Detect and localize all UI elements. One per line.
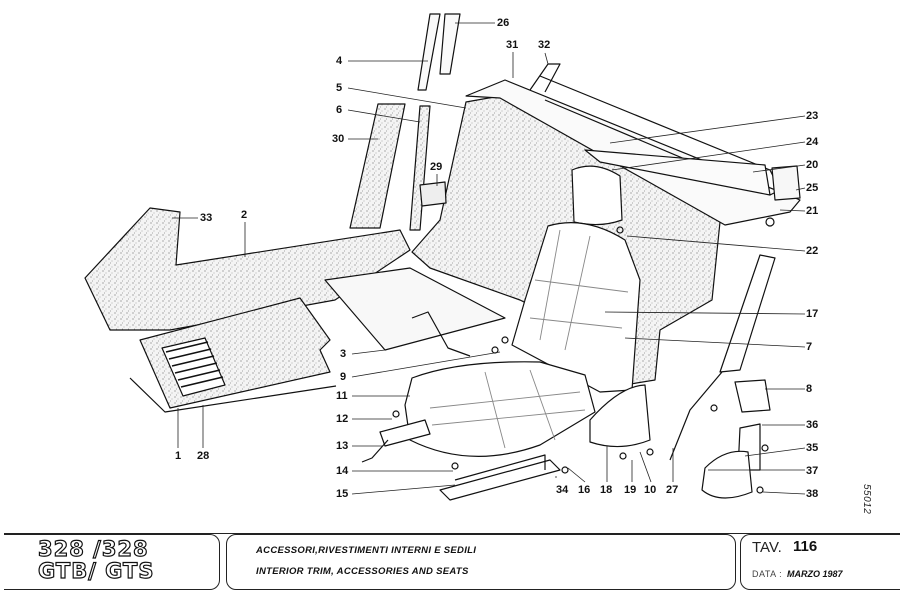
heel-pad-ribs: [165, 341, 224, 388]
belt-buckle: [411, 311, 471, 357]
plate-number-box: [740, 534, 900, 590]
title-block-top-rule: [4, 533, 900, 534]
screw: [765, 217, 775, 227]
callout-18: 18: [600, 484, 613, 496]
end-cap-20: [771, 165, 801, 201]
callout-26: 26: [497, 17, 510, 29]
callout-11: 11: [336, 390, 348, 402]
callout-21: 21: [806, 205, 819, 217]
screw: [619, 452, 627, 460]
callout-16: 16: [578, 484, 591, 496]
screw: [392, 410, 400, 418]
callout-22: 22: [806, 245, 819, 257]
callout-7: 7: [806, 341, 813, 353]
callout-15: 15: [336, 488, 349, 500]
screw: [646, 448, 654, 456]
callout-35: 35: [806, 442, 819, 454]
screw: [761, 444, 769, 452]
seat-back-stitching: [529, 229, 629, 351]
seat-rail-inner: [454, 454, 546, 481]
callout-13: 13: [336, 440, 349, 452]
callout-31: 31: [506, 39, 519, 51]
screw: [616, 226, 624, 234]
pillar-trim-6: [409, 105, 431, 231]
screw: [756, 486, 764, 494]
seat-back: [511, 222, 641, 393]
bracket-29: [419, 181, 447, 207]
callout-20: 20: [806, 159, 819, 171]
seat-cushion: [404, 361, 596, 457]
screw: [451, 462, 459, 470]
callout-5: 5: [336, 82, 343, 94]
pillar-trim-30: [349, 103, 406, 229]
callout-17: 17: [806, 308, 819, 320]
callout-25: 25: [806, 182, 819, 194]
headrest: [571, 165, 623, 226]
reel-cover-37: [701, 450, 753, 499]
tav-number: 116: [793, 538, 818, 555]
title-box: [226, 534, 736, 590]
screw: [501, 336, 509, 344]
seat-rail: [439, 459, 561, 501]
callout-28: 28: [197, 450, 210, 462]
title-english: INTERIOR TRIM, ACCESSORIES AND SEATS: [256, 566, 469, 577]
callout-34: 34: [556, 484, 569, 496]
callout-6: 6: [336, 104, 343, 116]
callout-19: 19: [624, 484, 637, 496]
callout-12: 12: [336, 413, 349, 425]
tav-label: TAV.: [752, 539, 782, 556]
callout-9: 9: [340, 371, 347, 383]
seat-side-trim: [589, 384, 651, 448]
callout-27: 27: [666, 484, 679, 496]
callout-32: 32: [538, 39, 551, 51]
callout-10: 10: [644, 484, 657, 496]
callout-37: 37: [806, 465, 819, 477]
drawing-number: 55012: [861, 484, 872, 515]
center-floor-tray: [324, 267, 506, 351]
pillar-trim-26: [439, 13, 461, 75]
belt-webbing: [669, 371, 723, 461]
leader-lines: [172, 22, 806, 495]
exploded-parts-diagram: [84, 13, 806, 501]
callout-4: 4: [336, 55, 343, 67]
trim-23-24: [584, 149, 771, 196]
floor-underlay-28: [129, 377, 337, 413]
screw: [710, 404, 718, 412]
callout-3: 3: [340, 348, 347, 360]
title-italian: ACCESSORI,RIVESTIMENTI INTERNI E SEDILI: [256, 545, 477, 556]
model-box: [4, 534, 220, 590]
date-label: DATA :: [752, 569, 783, 579]
model-name-line-2: GTB/ GTS: [37, 559, 155, 583]
callout-14: 14: [336, 465, 349, 477]
floor-carpet-2: [84, 207, 411, 331]
runner-13: [379, 419, 431, 447]
upper-trim-rail: [465, 79, 801, 226]
cover-8: [734, 379, 771, 413]
seat-cushion-stitching: [429, 369, 586, 449]
model-name-line-1: 328 /328: [37, 537, 149, 561]
callout-33: 33: [200, 212, 213, 224]
callout-36: 36: [806, 419, 819, 431]
pillar-trim-4: [417, 13, 441, 91]
date-value: MARZO 1987: [787, 569, 843, 579]
heel-pad: [161, 337, 226, 397]
callout-38: 38: [806, 488, 819, 500]
callout-1: 1: [175, 450, 182, 462]
callout-29: 29: [430, 161, 443, 173]
callout-30: 30: [332, 133, 345, 145]
callout-8: 8: [806, 383, 813, 395]
screw: [561, 466, 569, 474]
callout-24: 24: [806, 136, 819, 148]
callout-23: 23: [806, 110, 819, 122]
callout-2: 2: [241, 209, 248, 221]
